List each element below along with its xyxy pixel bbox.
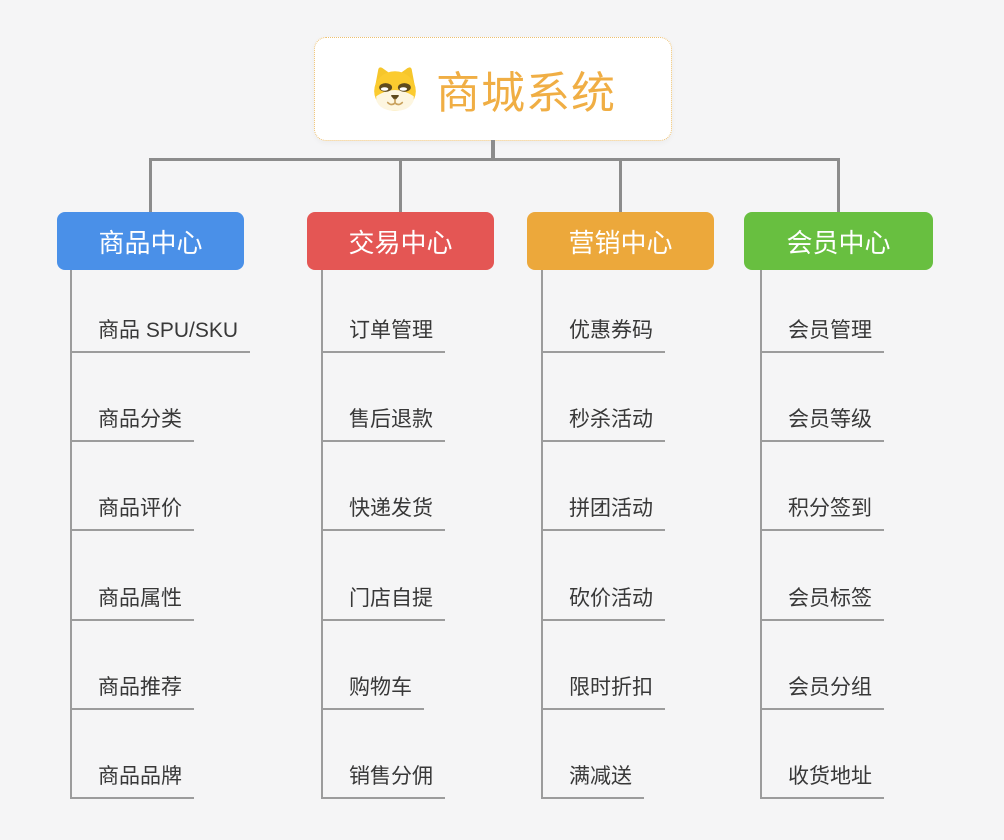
child-node[interactable]: 商品 SPU/SKU [70, 316, 251, 353]
child-node[interactable]: 秒杀活动 [541, 405, 665, 442]
child-node[interactable]: 购物车 [321, 673, 424, 710]
child-node[interactable]: 快递发货 [321, 494, 445, 531]
child-node[interactable]: 限时折扣 [541, 673, 665, 710]
branch-box-goods-center[interactable]: 商品中心 [57, 212, 244, 270]
child-node[interactable]: 拼团活动 [541, 494, 665, 531]
connector-stub-member [837, 158, 840, 212]
child-node[interactable]: 商品品牌 [70, 762, 194, 799]
child-node[interactable]: 销售分佣 [321, 762, 445, 799]
child-node[interactable]: 会员等级 [760, 405, 884, 442]
child-line-trade [321, 270, 323, 799]
branch-box-trade-center[interactable]: 交易中心 [307, 212, 494, 270]
child-node[interactable]: 收货地址 [760, 762, 884, 799]
child-node[interactable]: 商品分类 [70, 405, 194, 442]
child-node[interactable]: 积分签到 [760, 494, 884, 531]
child-node[interactable]: 会员分组 [760, 673, 884, 710]
connector-root-stem [491, 140, 495, 158]
child-node[interactable]: 优惠券码 [541, 316, 665, 353]
child-node[interactable]: 商品推荐 [70, 673, 194, 710]
child-node[interactable]: 商品评价 [70, 494, 194, 531]
branch-box-marketing-center[interactable]: 营销中心 [527, 212, 714, 270]
child-node[interactable]: 满减送 [541, 762, 644, 799]
root-title: 商城系统 [436, 69, 616, 118]
connector-stub-trade [399, 158, 402, 212]
child-line-goods [70, 270, 72, 799]
child-node[interactable]: 门店自提 [321, 584, 445, 621]
child-node[interactable]: 会员管理 [760, 316, 884, 353]
branch-box-member-center[interactable]: 会员中心 [744, 212, 933, 270]
child-node[interactable]: 砍价活动 [541, 584, 665, 621]
connector-horizontal-bar [149, 158, 840, 161]
connector-stub-marketing [619, 158, 622, 212]
child-line-marketing [541, 270, 543, 799]
child-node[interactable]: 商品属性 [70, 584, 194, 621]
child-node[interactable]: 订单管理 [321, 316, 445, 353]
child-node[interactable]: 售后退款 [321, 405, 445, 442]
child-node[interactable]: 会员标签 [760, 584, 884, 621]
shiba-dog-icon [370, 64, 420, 114]
child-line-member [760, 270, 762, 799]
connector-stub-goods [149, 158, 152, 212]
root-node[interactable]: 商城系统 [314, 37, 672, 141]
